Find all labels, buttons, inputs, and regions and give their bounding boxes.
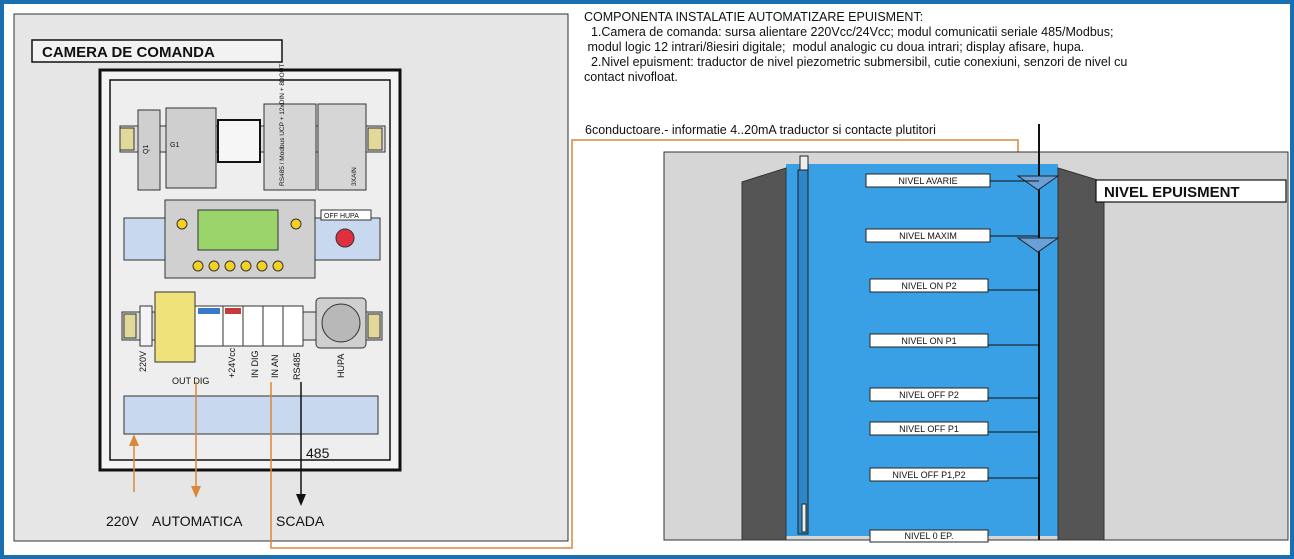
pit-wall-right — [1057, 167, 1105, 541]
level-tag-off-p2: NIVEL OFF P2 — [869, 387, 1039, 402]
display-screen — [197, 209, 279, 251]
level-tag-off-p1: NIVEL OFF P1 — [869, 421, 1039, 436]
horn-hupa — [321, 303, 361, 343]
relay-block — [217, 119, 261, 163]
display-button — [192, 260, 204, 272]
terminal-label: RS485 — [292, 352, 302, 380]
cable-label: 6conductoare.- informatie 4..20mA traduc… — [585, 123, 936, 137]
rail-clip-left — [123, 313, 137, 339]
off-hupa-label: OFF HUPA — [324, 213, 359, 220]
g1-label: G1 — [170, 142, 179, 149]
level-label: NIVEL OFF P1,P2 — [892, 470, 965, 480]
pit-title-box — [1095, 179, 1287, 203]
arrow-220v-in — [129, 434, 139, 446]
level-tag-maxim: NIVEL MAXIM — [865, 228, 1039, 243]
pit-title: NIVEL EPUISMENT — [1104, 184, 1240, 201]
terminal-rs485 — [282, 305, 304, 347]
level-label: NIVEL ON P2 — [901, 281, 956, 291]
transducer-probe — [801, 503, 807, 533]
bus-label: 485 — [306, 445, 330, 461]
terminal-label: 220V — [138, 351, 148, 372]
terminal-in-dig — [242, 305, 264, 347]
terminal-label: OUT DIG — [172, 376, 209, 386]
description-item-2: 2.Nivel epuisment: traductor de nivel pi… — [584, 55, 1128, 84]
display-button — [272, 260, 284, 272]
level-label: NIVEL 0 EP. — [904, 531, 953, 541]
level-label: NIVEL OFF P2 — [899, 390, 959, 400]
panel-title-box — [31, 39, 283, 63]
io-module — [263, 103, 317, 191]
terminal-in-an — [262, 305, 284, 347]
display-led-left — [176, 218, 188, 230]
terminal-out-dig — [154, 291, 196, 363]
level-tag-avarie: NIVEL AVARIE — [865, 173, 1039, 188]
description-block: COMPONENTA INSTALATIE AUTOMATIZARE EPUIS… — [584, 10, 1284, 85]
label-scada: SCADA — [276, 513, 325, 529]
ain-label: 3XAIN — [351, 167, 358, 186]
terminal-blue-marker — [198, 308, 220, 314]
terminal-label: HUPA — [336, 354, 346, 378]
float-switch-maxim — [1016, 237, 1060, 253]
display-button — [224, 260, 236, 272]
transducer-head — [799, 155, 809, 171]
label-220v: 220V — [106, 513, 139, 529]
off-hupa-button — [335, 228, 355, 248]
level-tag-zero: NIVEL 0 EP. — [869, 529, 989, 543]
arrow-automatica-out — [191, 486, 201, 498]
display-button — [208, 260, 220, 272]
pit-wall-left — [741, 167, 787, 541]
label-automatica: AUTOMATICA — [152, 513, 243, 529]
terminal-label: +24Vcc — [227, 347, 237, 378]
sensor-cable — [270, 139, 1019, 549]
description-heading: COMPONENTA INSTALATIE AUTOMATIZARE EPUIS… — [584, 10, 924, 24]
rail-clip-right — [367, 127, 383, 151]
level-tag-on-p1: NIVEL ON P1 — [869, 333, 1039, 348]
description-item-1: 1.Camera de comanda: sursa alientare 220… — [587, 25, 1114, 54]
cable-trunking — [123, 395, 379, 435]
terminal-label: IN AN — [270, 354, 280, 378]
level-tag-on-p2: NIVEL ON P2 — [869, 278, 1039, 293]
terminal-220v — [139, 305, 153, 347]
panel-title: CAMERA DE COMANDA — [42, 44, 215, 61]
terminal-red-marker — [225, 308, 241, 314]
display-button — [256, 260, 268, 272]
arrow-scada-out — [296, 494, 306, 506]
display-led-right — [290, 218, 302, 230]
analog-module — [317, 103, 367, 191]
q1-label: Q1 — [143, 145, 150, 154]
level-tag-off-p1p2: NIVEL OFF P1,P2 — [869, 467, 1039, 482]
rail-clip-right — [367, 313, 381, 339]
off-hupa-plate — [320, 209, 372, 221]
display-button — [240, 260, 252, 272]
terminal-label: IN DIG — [250, 350, 260, 378]
breaker-q1 — [137, 109, 161, 191]
rail-clip-left — [119, 127, 135, 151]
float-switch-avarie — [1016, 175, 1060, 191]
level-label: NIVEL ON P1 — [901, 336, 956, 346]
level-label: NIVEL AVARIE — [898, 176, 957, 186]
level-label: NIVEL MAXIM — [899, 231, 957, 241]
piezometric-tube — [797, 169, 809, 535]
power-supply-g1 — [165, 107, 217, 189]
level-label: NIVEL OFF P1 — [899, 424, 959, 434]
io-module-label: RS485 / Modbus UCP + 12xDIN + 8DOUT — [279, 64, 286, 186]
